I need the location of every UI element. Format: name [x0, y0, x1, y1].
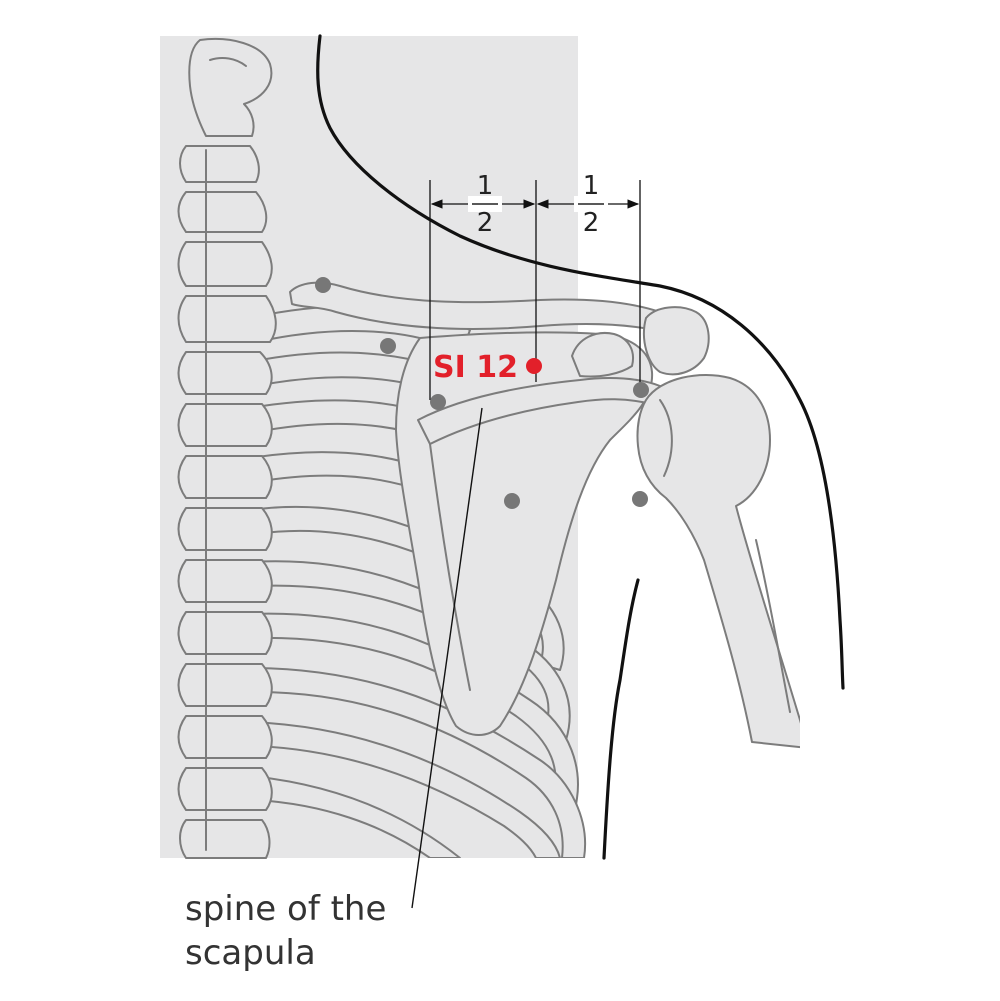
si12-point — [526, 358, 542, 374]
acupoint-marker — [430, 394, 446, 410]
si12-label: SI 12 — [433, 350, 518, 385]
annotation-line-2: scapula — [185, 933, 316, 973]
acupoint-marker — [504, 493, 520, 509]
annotation-leader-line — [411, 407, 483, 909]
annotation-line-1: spine of the — [185, 889, 386, 929]
fraction-left-denominator: 2 — [477, 208, 494, 238]
acupoint-marker — [315, 277, 331, 293]
spinal-column — [177, 38, 277, 859]
neck-contour — [316, 34, 845, 690]
fraction-right-denominator: 2 — [583, 208, 600, 238]
acupoint-marker — [633, 382, 649, 398]
acupoint-marker — [380, 338, 396, 354]
fraction-left-numerator: 1 — [477, 171, 494, 201]
humeral-head — [642, 306, 710, 376]
humerus — [636, 374, 800, 749]
fraction-left: 1 2 — [472, 171, 498, 238]
fraction-right: 1 2 — [578, 171, 604, 238]
acromion — [571, 332, 634, 378]
acupoint-marker — [632, 491, 648, 507]
fraction-right-numerator: 1 — [583, 171, 600, 201]
arm-contour — [602, 578, 640, 860]
acupoint-markers — [315, 277, 649, 509]
